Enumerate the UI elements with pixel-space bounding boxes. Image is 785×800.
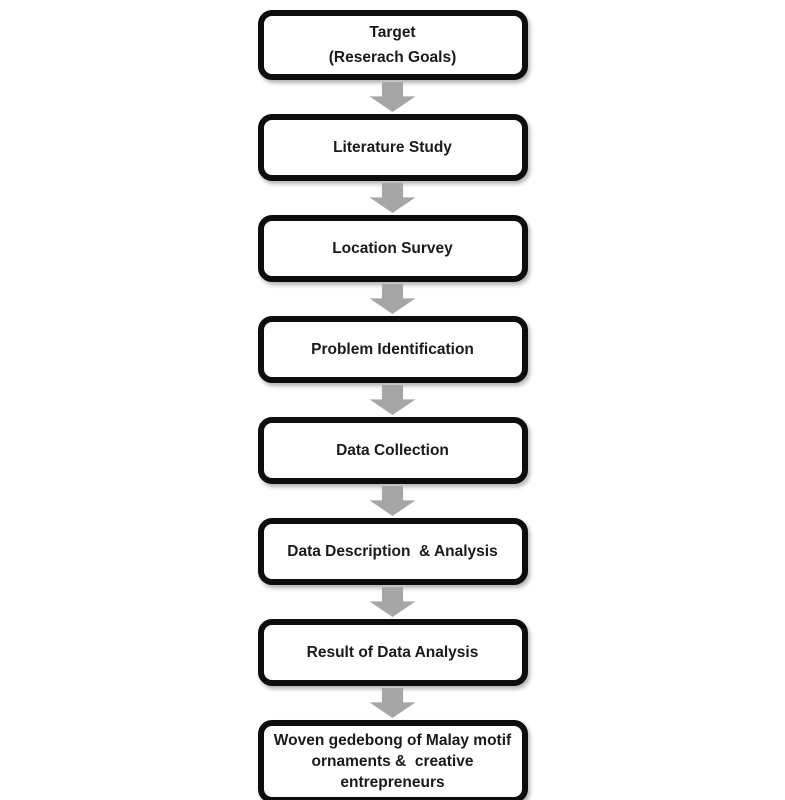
flow-step-result-of-data-analysis: Result of Data Analysis [257,619,528,686]
flow-step-problem-identification: Problem Identification [257,316,528,383]
flowchart-column: Target (Reserach Goals) Literature Study… [257,10,528,800]
flow-step-target: Target (Reserach Goals) [257,10,528,80]
down-arrow-shape [369,183,416,213]
down-arrow-shape [369,486,416,516]
down-arrow-icon [369,484,416,518]
down-arrow-icon [369,282,416,316]
flow-step-location-survey: Location Survey [257,215,528,282]
down-arrow-shape [369,385,416,415]
down-arrow-icon [369,80,416,114]
down-arrow-icon [369,383,416,417]
flow-step-label: Problem Identification [311,341,474,358]
down-arrow-icon [369,686,416,720]
flow-step-literature-study: Literature Study [257,114,528,181]
down-arrow-shape [369,284,416,314]
flow-step-label: Woven gedebong of Malay motif ornaments … [273,732,512,791]
flow-step-label: Data Description & Analysis [287,543,498,560]
down-arrow-shape [369,587,416,617]
flow-step-label: Data Collection [336,442,449,459]
flow-step-label: Location Survey [332,240,453,257]
flow-step-label: Literature Study [333,139,452,156]
flow-step-final-outcome: Woven gedebong of Malay motif ornaments … [257,720,528,800]
down-arrow-icon [369,585,416,619]
flow-step-label: Target (Reserach Goals) [328,24,457,66]
flow-step-data-collection: Data Collection [257,417,528,484]
down-arrow-shape [369,82,416,112]
down-arrow-icon [369,181,416,215]
flow-step-label: Result of Data Analysis [306,644,479,661]
down-arrow-shape [369,688,416,718]
flow-step-data-description-analysis: Data Description & Analysis [257,518,528,585]
